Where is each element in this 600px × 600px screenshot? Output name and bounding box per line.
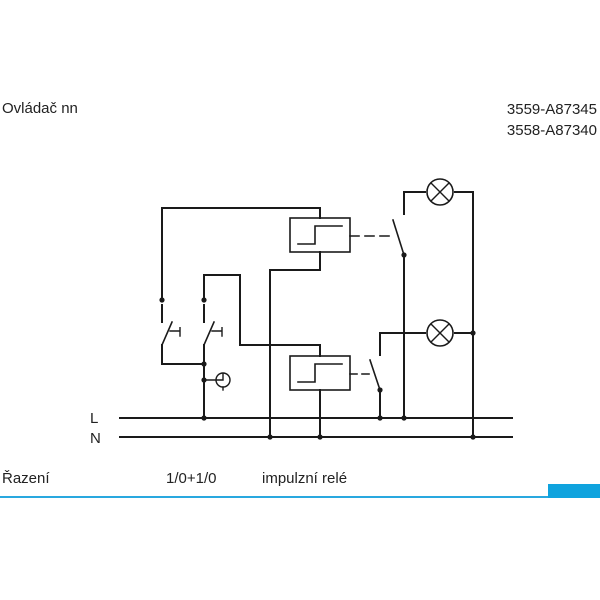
- lower-contact: [368, 358, 382, 392]
- footer-value: 1/0+1/0: [166, 470, 217, 487]
- page-title: Ovládač nn: [2, 100, 78, 117]
- push-button-2: [202, 320, 216, 347]
- upper-contact: [391, 218, 406, 257]
- wire-switch-2: [203, 274, 321, 357]
- product-code-2: 3558-A87340: [506, 122, 597, 139]
- accent-line: [0, 496, 548, 498]
- label-L: L: [90, 410, 98, 427]
- lower-lamp: [426, 319, 454, 347]
- upper-relay: [289, 217, 351, 253]
- lower-relay-symbol: [297, 363, 343, 383]
- upper-lamp: [426, 178, 454, 206]
- push-button-1: [160, 320, 174, 347]
- wire-upper-relay-feed: [161, 207, 321, 299]
- junction-dots: [159, 252, 476, 440]
- lower-relay: [289, 355, 351, 391]
- footer-description: impulzní relé: [262, 470, 348, 487]
- footer-label: Řazení: [2, 470, 50, 487]
- label-N: N: [90, 430, 101, 447]
- product-code-1: 3559-A87345: [506, 101, 597, 118]
- accent-block: [548, 484, 600, 498]
- upper-relay-symbol: [297, 225, 343, 245]
